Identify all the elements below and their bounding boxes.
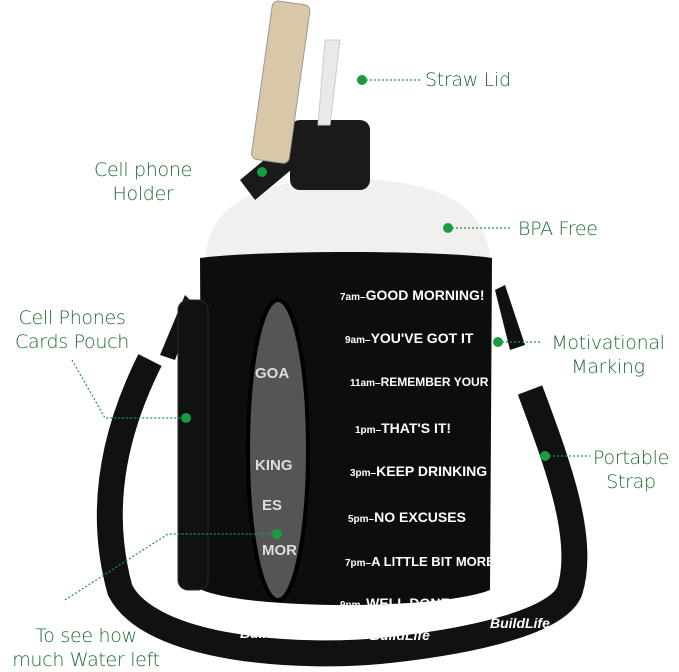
marker-dot [181, 413, 191, 423]
label-straw-lid: Straw Lid [425, 69, 511, 91]
marker-dot [357, 75, 367, 85]
straw [317, 39, 341, 126]
marking-item: 9am–YOU'VE GOT IT [345, 330, 474, 346]
marking-list: 7am–GOOD MORNING! 9am–YOU'VE GOT IT 11am… [340, 287, 526, 611]
window-text: MOR [262, 542, 297, 559]
marker-dot [443, 223, 453, 233]
label-bpa-free: BPA Free [518, 218, 598, 240]
marker-dot [493, 337, 503, 347]
phone [251, 0, 311, 164]
window-text: GOA [255, 365, 289, 382]
water-window [246, 298, 310, 602]
marker-dot [272, 529, 282, 539]
marker-dot [257, 167, 267, 177]
marking-item: 7am–GOOD MORNING! [340, 287, 485, 303]
window-text: KING [255, 457, 293, 474]
marker-dot [540, 451, 550, 461]
marking-item: 11am–REMEMBER YOUR GOAL [350, 375, 526, 389]
leader-lines [64, 79, 590, 601]
strap-brand: BuildLife [490, 615, 550, 631]
shoulder-strap [96, 354, 588, 667]
bottle-top [205, 178, 490, 265]
strap-clip-right [495, 285, 525, 350]
marking-item: 9pm–WELL DONE ! [340, 595, 458, 611]
marking-item: 5pm–NO EXCUSES [348, 509, 466, 525]
window-text: ES [262, 497, 282, 514]
strap-brand: BuildLife [370, 627, 430, 643]
marking-item: 7pm–A LITTLE BIT MORE [345, 554, 495, 569]
marker-dots [181, 75, 550, 539]
straw-lid [290, 120, 370, 190]
strap-brand: BuildLife [240, 625, 300, 641]
side-pouch [177, 299, 209, 591]
phone-holder [240, 130, 315, 200]
marking-item: 1pm–THAT'S IT! [355, 420, 451, 436]
marking-item: 3pm–KEEP DRINKING [350, 463, 487, 479]
